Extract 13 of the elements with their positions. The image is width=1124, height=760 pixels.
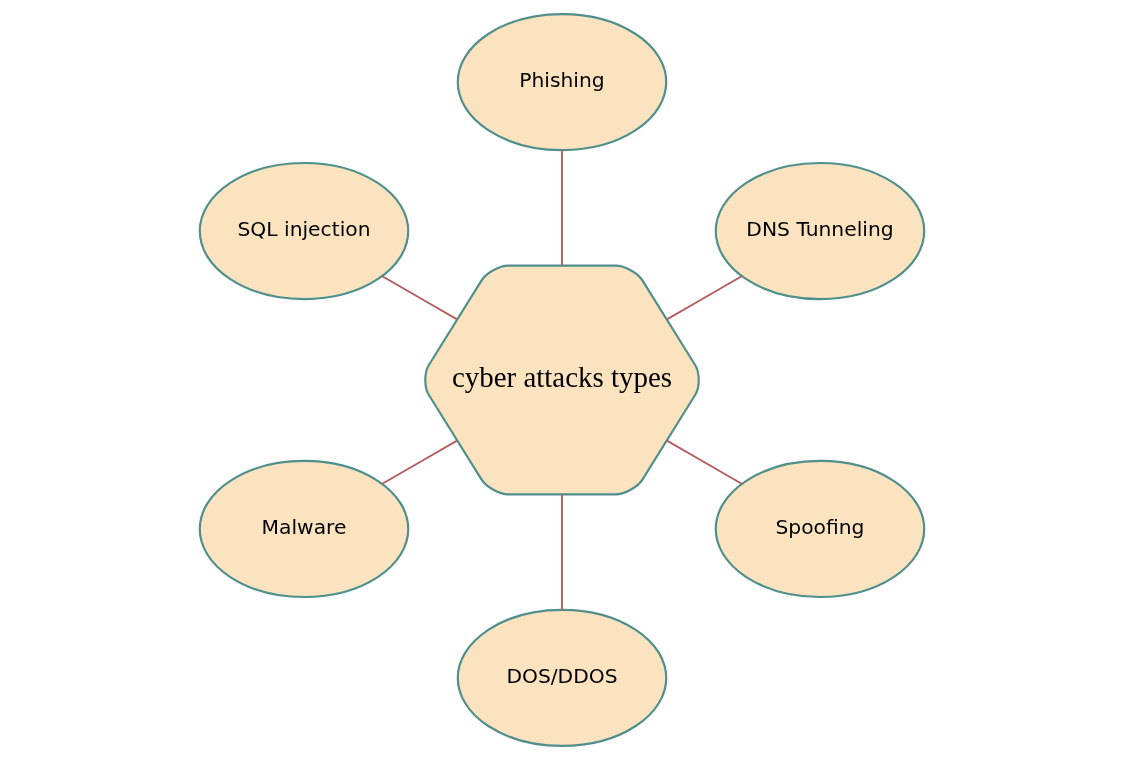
node-ellipse: Malware — [198, 459, 410, 599]
node-ellipse: Phishing — [456, 12, 668, 152]
connector — [561, 493, 563, 611]
connector — [381, 275, 458, 321]
connector — [666, 275, 743, 321]
node-ellipse: DNS Tunneling — [714, 161, 926, 301]
connector — [561, 149, 563, 267]
node-ellipse: DOS/DDOS — [456, 608, 668, 748]
node-ellipse: cyber attacks types — [424, 264, 700, 496]
node-ellipse: SQL injection — [198, 161, 410, 301]
connector — [666, 439, 743, 485]
node-ellipse: Spoofing — [714, 459, 926, 599]
connector — [381, 439, 458, 485]
